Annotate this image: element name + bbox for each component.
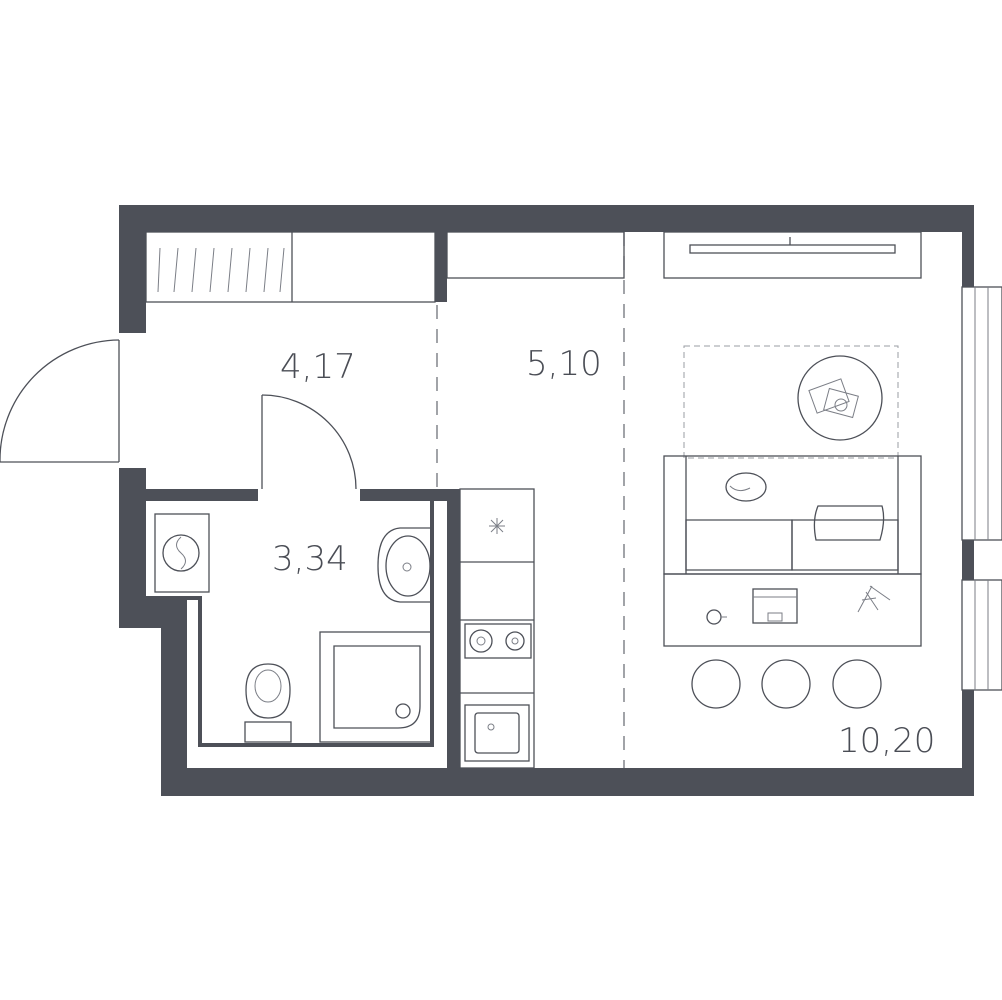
fridge-icon — [489, 518, 505, 534]
area-label-bathroom: 3,34 — [272, 539, 348, 579]
coffee-table — [797, 355, 883, 441]
area-label-hallway: 4,17 — [280, 347, 356, 387]
washing-machine-icon — [154, 513, 210, 593]
entrance-door[interactable] — [0, 339, 120, 463]
zone-dividers — [436, 232, 625, 768]
exterior-walls — [119, 205, 974, 796]
washbasin-icon — [377, 527, 432, 603]
sofa — [663, 455, 922, 575]
rug — [683, 345, 899, 459]
hob-icon — [464, 623, 532, 659]
bathroom-door[interactable] — [261, 394, 357, 490]
windows — [961, 286, 1002, 691]
stools — [691, 659, 882, 709]
interior-walls — [146, 232, 460, 768]
area-label-living-room: 10,20 — [838, 721, 935, 761]
tv-stand — [663, 231, 922, 279]
kitchen-sink-icon — [464, 704, 530, 762]
toilet-icon — [244, 663, 292, 743]
area-label-kitchen: 5,10 — [526, 344, 602, 384]
desk — [663, 573, 922, 647]
kitchen-unit — [446, 231, 625, 769]
wardrobe — [145, 231, 436, 303]
shower-tray-icon — [319, 631, 433, 743]
